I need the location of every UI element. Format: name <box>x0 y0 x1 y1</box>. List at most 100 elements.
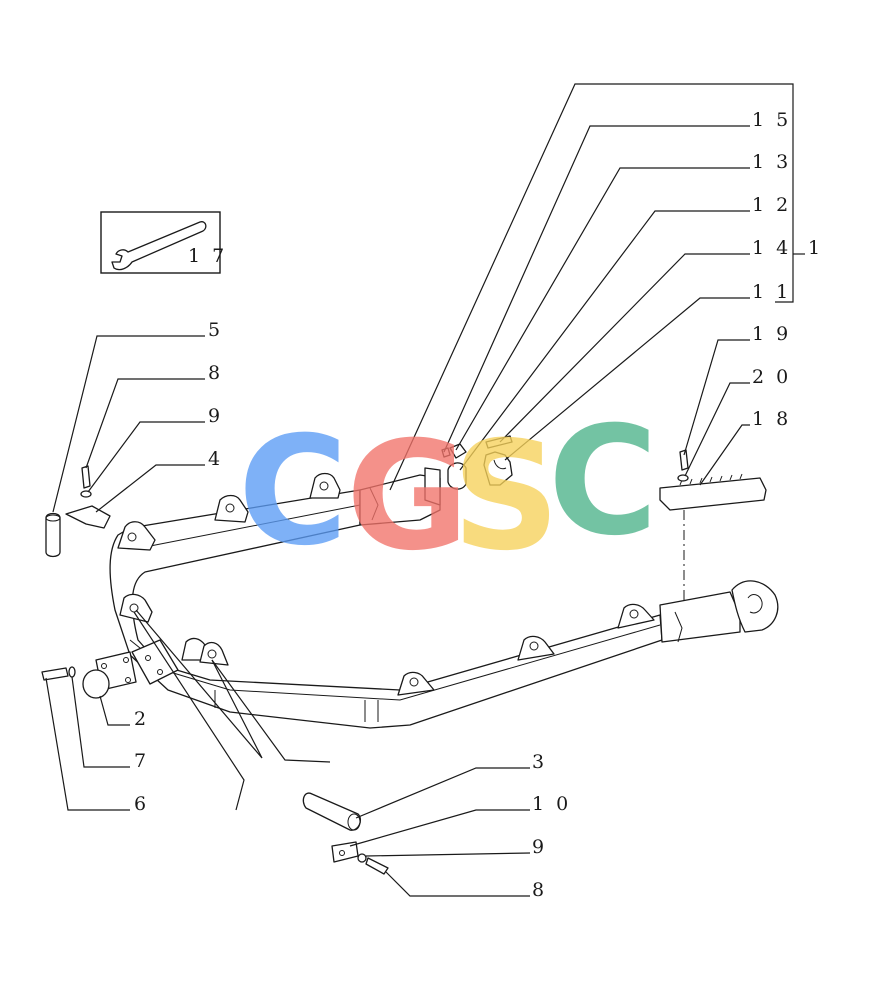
leader-line <box>135 609 263 759</box>
leader-line <box>504 297 750 461</box>
callout-8-lower: 8 <box>532 879 547 901</box>
plate-hole <box>339 850 345 856</box>
callout-1: 1 <box>808 237 823 259</box>
callout-5: 5 <box>208 319 223 341</box>
leader-line <box>684 382 750 477</box>
callout-labels: 1 5 1 3 1 2 1 4 1 1 1 1 7 5 8 9 4 1 9 2 … <box>134 109 823 901</box>
mounting-lug <box>214 494 249 523</box>
wrench-icon <box>111 221 207 271</box>
washer-20 <box>677 474 689 482</box>
bolt-19 <box>679 449 689 471</box>
lug-hole <box>409 677 419 687</box>
lug-hole <box>319 481 329 491</box>
callout-14: 1 4 <box>752 237 791 259</box>
watermark-letter: S <box>452 410 560 584</box>
pin-end <box>45 514 61 522</box>
clamp-detail <box>493 459 507 470</box>
leader-line <box>443 125 750 453</box>
pin-end <box>347 813 361 831</box>
callout-19: 1 9 <box>752 323 791 345</box>
frame-weld-mark <box>364 700 379 722</box>
leader-line <box>52 335 205 513</box>
callout-11: 1 1 <box>752 281 791 303</box>
callout-2: 2 <box>134 708 149 730</box>
pin-5 <box>45 512 61 558</box>
lug-hole <box>127 532 137 542</box>
lug-hole <box>629 609 639 619</box>
rack-teeth <box>679 473 743 486</box>
bolt-14 <box>485 435 513 449</box>
callout-10: 1 0 <box>532 793 571 815</box>
leader-line <box>45 677 130 811</box>
washer-9-lower <box>357 853 367 863</box>
callout-12: 1 2 <box>752 194 791 216</box>
plate-hole <box>145 655 151 661</box>
callout-20: 2 0 <box>752 366 791 388</box>
plate-4 <box>65 505 111 529</box>
callout-18: 1 8 <box>752 408 791 430</box>
frame-edge-line <box>139 504 361 549</box>
leader-line <box>71 676 130 768</box>
right-clamp-housing <box>731 580 779 633</box>
rack-parts <box>659 449 767 600</box>
callout-9-lower: 9 <box>532 836 547 858</box>
break-line <box>674 611 683 643</box>
mounting-lug <box>309 472 341 499</box>
mounting-lug <box>117 521 156 551</box>
leader-line <box>211 659 331 763</box>
callout-9: 9 <box>208 405 223 427</box>
pin-3 <box>302 792 362 831</box>
leader-line <box>349 809 530 847</box>
callout-17: 1 7 <box>188 245 227 267</box>
frame-mount-plate <box>131 639 179 685</box>
nut-13 <box>449 443 467 459</box>
flange-hole <box>123 657 129 663</box>
lug-hole <box>225 503 235 513</box>
leader-lines <box>45 83 805 897</box>
callout-3: 3 <box>532 751 547 773</box>
lug-hole <box>207 649 217 659</box>
mounting-lug <box>397 671 435 696</box>
inset-frame <box>100 211 221 274</box>
wrench-inset <box>100 211 221 274</box>
leader-line <box>459 210 750 471</box>
mounting-lug <box>617 603 655 629</box>
half-bearing-12 <box>447 462 467 490</box>
clamp-half-11 <box>483 451 513 486</box>
tube-end <box>424 467 441 506</box>
washer-7 <box>68 666 76 678</box>
washer-9 <box>80 490 92 498</box>
watermark: C G S C <box>238 395 658 584</box>
watermark-letter: C <box>238 405 348 579</box>
leader-line <box>385 871 530 897</box>
leader-line <box>85 378 205 469</box>
lug-hole <box>529 641 539 651</box>
callout-8: 8 <box>208 362 223 384</box>
plate-hole <box>157 669 163 675</box>
leader-line <box>355 767 530 819</box>
callout-15: 1 5 <box>752 109 791 131</box>
frame-front-tube <box>359 474 441 526</box>
leader-line <box>365 852 531 857</box>
leader-line <box>683 339 750 456</box>
flange-hole <box>125 677 131 683</box>
callout-7: 7 <box>134 750 149 772</box>
leader-line <box>87 421 205 493</box>
bolt-8 <box>81 465 91 489</box>
toothed-rack-18 <box>659 477 767 511</box>
callout-13: 1 3 <box>752 151 791 173</box>
mounting-lug <box>199 641 229 666</box>
leader-line <box>499 253 750 443</box>
leader-line <box>389 83 794 491</box>
ball-joint-2 <box>82 669 110 699</box>
watermark-letter: G <box>346 410 469 584</box>
leader-line <box>133 611 245 811</box>
frame-assembly <box>109 467 779 729</box>
mounting-lug <box>517 635 555 661</box>
callout-6: 6 <box>134 793 149 815</box>
leader-line <box>699 424 750 486</box>
bottom-parts <box>302 792 389 875</box>
bolt-8-lower <box>365 857 389 875</box>
frame-right-tube <box>659 591 741 643</box>
